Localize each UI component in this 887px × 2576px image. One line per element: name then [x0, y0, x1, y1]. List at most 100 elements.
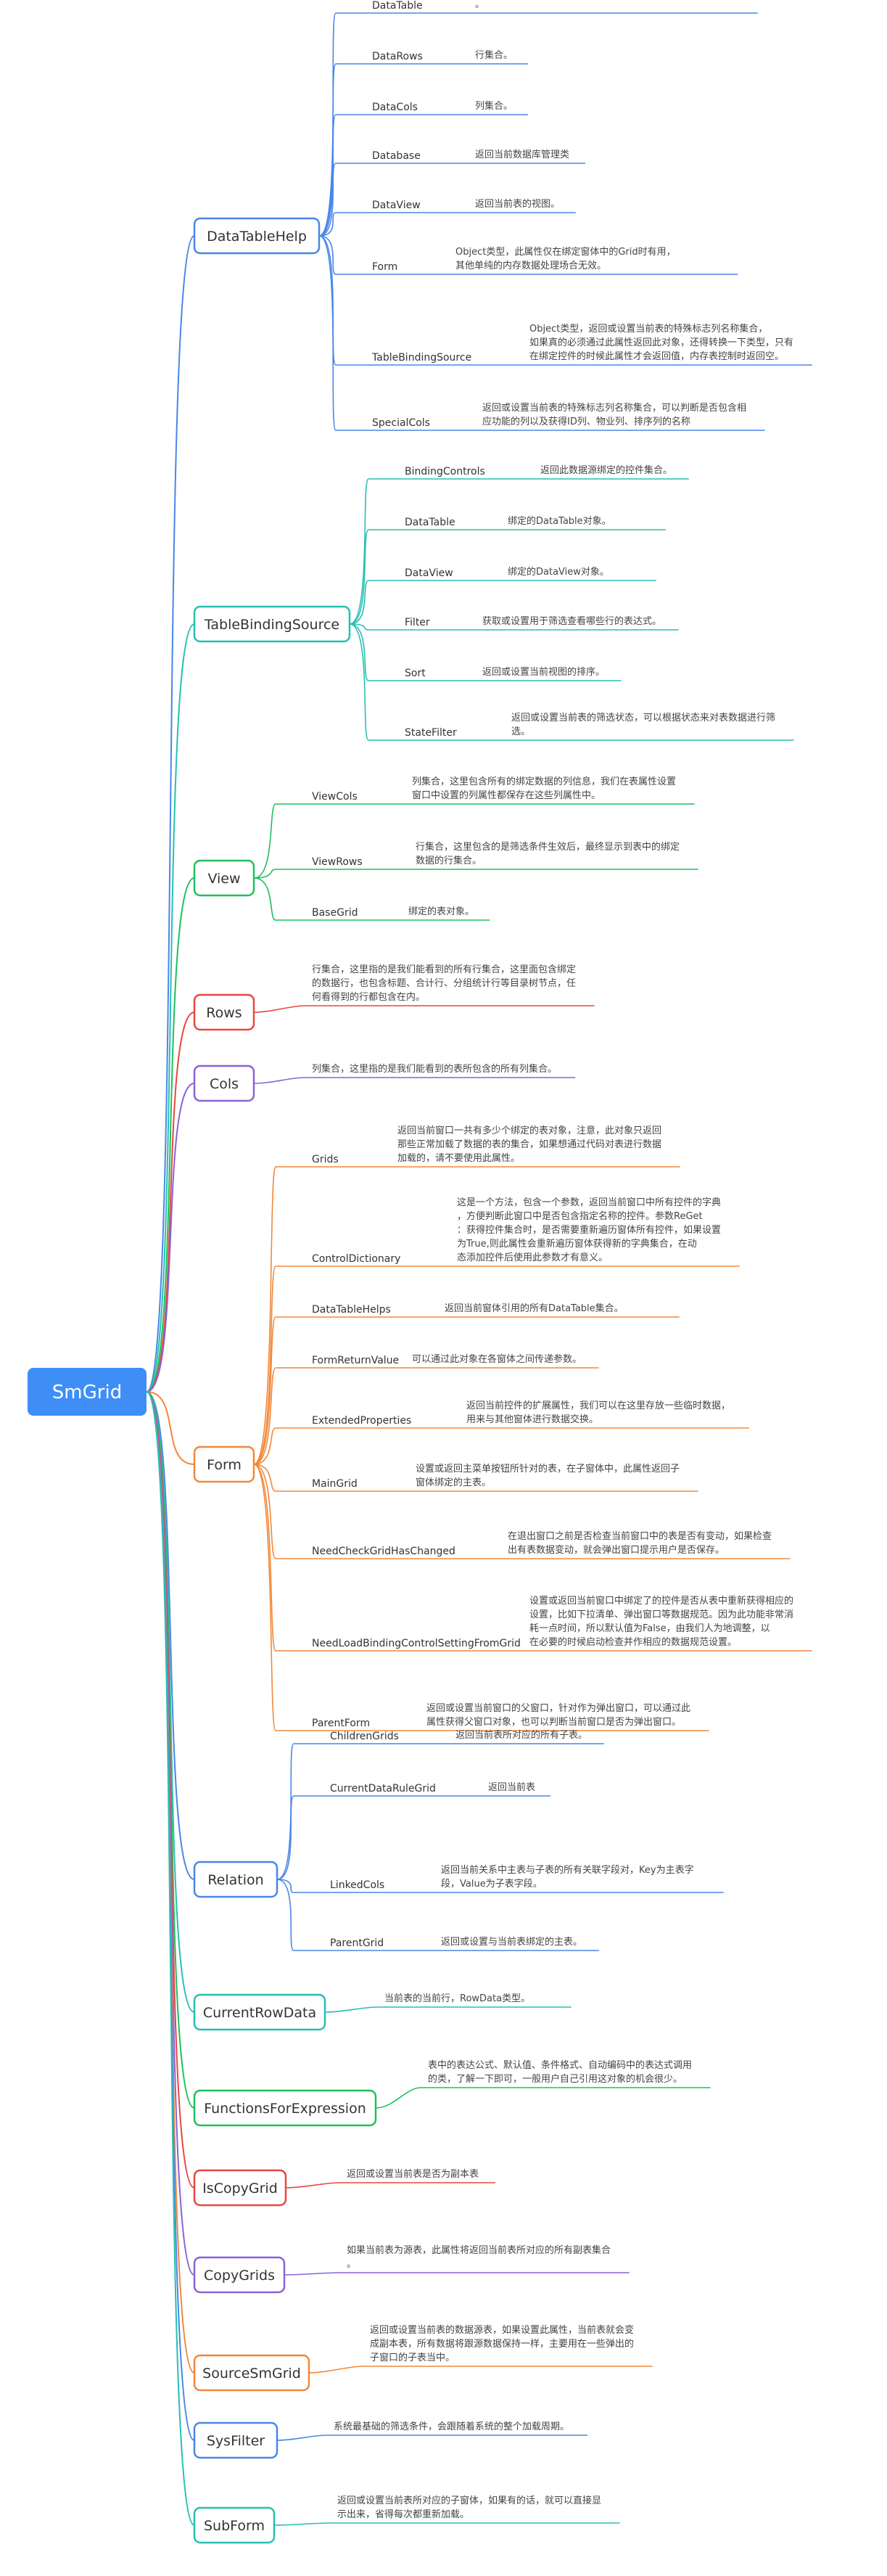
- node-tablebindingsource-filter[interactable]: Filter: [405, 617, 430, 628]
- node-tablebindingsource-sort[interactable]: Sort: [405, 668, 426, 679]
- edge-tablebindingsource-binding-controls: [349, 478, 369, 625]
- desc-rows: 行集合，这里指的是我们能看到的所有行集合，这里面包含绑定的数据行，也包含标题、合…: [312, 964, 576, 1003]
- node-tablebindingsource-data-table[interactable]: DataTable: [405, 517, 455, 528]
- edge-root-relation: [146, 1391, 195, 1880]
- category-functionsforexpression[interactable]: [193, 2089, 377, 2127]
- node-datatablehelp-data-table[interactable]: DataTable: [372, 0, 423, 12]
- node-datatablehelp-database[interactable]: Database: [372, 150, 421, 162]
- category-label-form: Form: [207, 1457, 242, 1473]
- edge-tablebindingsource-sort: [349, 623, 369, 681]
- node-form-main-grid[interactable]: MainGrid: [312, 1478, 358, 1490]
- desc-datatablehelp-table-binding-source: Object类型，返回或设置当前表的特殊标志列名称集合，如果真的必须通过此属性返…: [529, 323, 793, 362]
- category-datatablehelp[interactable]: [193, 217, 321, 255]
- edge-form-need-load-binding-control-setting-from-grid: [253, 1464, 276, 1652]
- edge-tablebindingsource-filter: [349, 623, 369, 631]
- category-copygrids[interactable]: [193, 2256, 286, 2294]
- desc-form-main-grid: 设置或返回主菜单按钮所针对的表，在子窗体中，此属性返回子窗体绑定的主表。: [416, 1463, 680, 1488]
- edge-rows-desc: [253, 1005, 305, 1013]
- category-view[interactable]: [193, 859, 255, 897]
- node-view-view-cols[interactable]: ViewCols: [312, 791, 358, 803]
- category-sourcesmgrid[interactable]: [193, 2354, 310, 2392]
- desc-datatablehelp-data-view: 返回当前表的视图。: [475, 198, 560, 210]
- node-relation-current-data-rule-grid[interactable]: CurrentDataRuleGrid: [330, 1783, 436, 1794]
- desc-datatablehelp-data-table: 返回基础的System.Data.DataTable对象。: [475, 0, 651, 10]
- edge-view-view-cols: [253, 803, 276, 879]
- node-relation-children-grids[interactable]: ChildrenGrids: [330, 1731, 399, 1742]
- desc-relation-current-data-rule-grid: 返回当前表: [488, 1781, 535, 1793]
- node-datatablehelp-data-cols[interactable]: DataCols: [372, 102, 418, 113]
- node-view-base-grid[interactable]: BaseGrid: [312, 907, 358, 919]
- desc-tablebindingsource-filter: 获取或设置用于筛选查看哪些行的表达式。: [482, 615, 661, 627]
- edge-form-need-check-grid-has-changed: [253, 1464, 276, 1559]
- category-label-rows: Rows: [206, 1005, 242, 1021]
- node-datatablehelp-data-rows[interactable]: DataRows: [372, 51, 423, 62]
- desc-tablebindingsource-data-view: 绑定的DataView对象。: [508, 566, 609, 578]
- category-iscopygrid[interactable]: [193, 2169, 287, 2207]
- node-form-parent-form[interactable]: ParentForm: [312, 1718, 370, 1729]
- root-node[interactable]: [28, 1368, 147, 1416]
- node-tablebindingsource-binding-controls[interactable]: BindingControls: [405, 466, 485, 477]
- edge-form-control-dictionary: [253, 1266, 276, 1465]
- edge-form-grids: [253, 1166, 276, 1465]
- edge-form-form-return-value: [253, 1367, 276, 1465]
- category-label-functionsforexpression: FunctionsForExpression: [204, 2101, 366, 2117]
- edge-sysfilter-desc: [276, 2435, 327, 2441]
- edge-datatablehelp-special-cols: [318, 235, 337, 431]
- category-rows[interactable]: [193, 993, 255, 1031]
- desc-form-control-dictionary: 这是一个方法，包含一个参数，返回当前窗口中所有控件的字典，方便判断此窗口中是否包…: [457, 1197, 721, 1263]
- desc-datatablehelp-special-cols: 返回或设置当前表的特殊标志列名称集合，可以判断是否包含相应功能的列以及获得ID列…: [482, 402, 746, 427]
- node-relation-linked-cols[interactable]: LinkedCols: [330, 1879, 384, 1891]
- node-datatablehelp-table-binding-source[interactable]: TableBindingSource: [371, 352, 471, 364]
- desc-view-view-rows: 行集合，这里包含的是筛选条件生效后，最终显示到表中的绑定数据的行集合。: [416, 841, 680, 866]
- node-tablebindingsource-state-filter[interactable]: StateFilter: [405, 727, 457, 739]
- desc-sysfilter: 系统最基础的筛选条件，会跟随着系统的整个加载周期。: [334, 2421, 569, 2432]
- category-label-sysfilter: SysFilter: [207, 2433, 265, 2449]
- desc-relation-parent-grid: 返回或设置与当前表绑定的主表。: [441, 1936, 582, 1948]
- node-tablebindingsource-data-view[interactable]: DataView: [405, 567, 453, 579]
- category-label-subform: SubForm: [204, 2518, 265, 2534]
- node-view-view-rows[interactable]: ViewRows: [312, 856, 363, 868]
- desc-iscopygrid: 返回或设置当前表是否为副本表: [347, 2168, 479, 2180]
- desc-form-form-return-value: 可以通过此对象在各窗体之间传递参数。: [412, 1353, 582, 1365]
- desc-sourcesmgrid: 返回或设置当前表的数据源表，如果设置此属性，当前表就会变成副本表，所有数据将跟源…: [370, 2324, 634, 2363]
- category-cols[interactable]: [193, 1065, 255, 1102]
- category-label-datatablehelp: DataTableHelp: [207, 229, 307, 245]
- category-sysfilter[interactable]: [193, 2421, 279, 2459]
- desc-functionsforexpression: 表中的表达公式、默认值、条件格式、自动编码中的表达式调用的类，了解一下即可，一般…: [428, 2059, 692, 2085]
- edge-relation-linked-cols: [276, 1879, 294, 1893]
- node-form-form-return-value[interactable]: FormReturnValue: [312, 1355, 399, 1366]
- node-datatablehelp-form[interactable]: Form: [372, 261, 397, 273]
- edge-form-data-table-helps: [253, 1316, 276, 1465]
- node-datatablehelp-data-view[interactable]: DataView: [372, 200, 421, 211]
- desc-form-parent-form: 返回或设置当前窗口的父窗口，针对作为弹出窗口，可以通过此属性获得父窗口对象，也可…: [426, 1702, 690, 1728]
- edge-root-tablebindingsource: [146, 623, 195, 1392]
- edge-relation-current-data-rule-grid: [276, 1795, 294, 1880]
- node-relation-parent-grid[interactable]: ParentGrid: [330, 1937, 384, 1949]
- category-tablebindingsource[interactable]: [193, 605, 351, 643]
- edge-root-datatablehelp: [146, 235, 195, 1392]
- category-subform[interactable]: [193, 2506, 276, 2544]
- category-currentrowdata[interactable]: [193, 1993, 326, 2031]
- node-form-control-dictionary[interactable]: ControlDictionary: [312, 1253, 400, 1265]
- edge-subform-desc: [273, 2522, 331, 2526]
- category-form[interactable]: [193, 1445, 255, 1483]
- node-form-grids[interactable]: Grids: [312, 1154, 339, 1165]
- desc-currentrowdata: 当前表的当前行，RowData类型。: [384, 1993, 530, 2004]
- node-form-need-check-grid-has-changed[interactable]: NeedCheckGridHasChanged: [312, 1546, 455, 1557]
- desc-subform: 返回或设置当前表所对应的子窗体，如果有的话，就可以直接显示出来，省得每次都重新加…: [337, 2495, 601, 2520]
- node-form-need-load-binding-control-setting-from-grid[interactable]: NeedLoadBindingControlSettingFromGrid: [312, 1638, 521, 1649]
- category-label-sourcesmgrid: SourceSmGrid: [202, 2366, 301, 2382]
- category-relation[interactable]: [193, 1861, 279, 1898]
- node-form-data-table-helps[interactable]: DataTableHelps: [312, 1304, 391, 1316]
- edge-functionsforexpression-desc: [375, 2087, 421, 2109]
- edge-datatablehelp-data-view: [318, 212, 337, 237]
- category-label-cols: Cols: [210, 1076, 239, 1092]
- node-form-extended-properties[interactable]: ExtendedProperties: [312, 1415, 411, 1427]
- desc-view-base-grid: 绑定的表对象。: [408, 906, 474, 917]
- edge-form-extended-properties: [253, 1427, 276, 1465]
- node-datatablehelp-special-cols[interactable]: SpecialCols: [372, 417, 430, 429]
- category-label-currentrowdata: CurrentRowData: [203, 2005, 316, 2021]
- edge-cols-desc: [253, 1077, 305, 1084]
- desc-view-view-cols: 列集合，这里包含所有的绑定数据的列信息，我们在表属性设置窗口中设置的列属性都保存…: [412, 776, 676, 801]
